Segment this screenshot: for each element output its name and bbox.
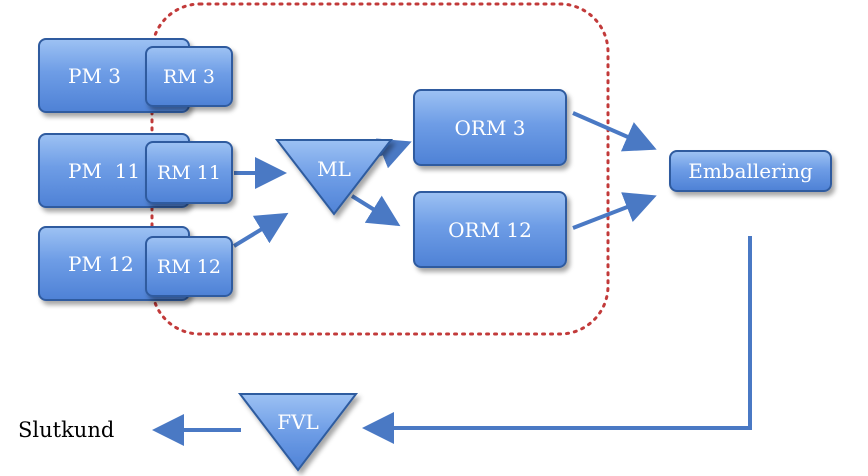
- node-orm12: ORM 12: [413, 191, 567, 268]
- node-rm3-label: RM 3: [163, 65, 215, 88]
- node-pm11-label: PM 11: [68, 158, 141, 183]
- node-fvl: FVL: [237, 393, 359, 472]
- arrows: [152, 111, 752, 446]
- node-pm12-label: PM 12: [68, 251, 134, 276]
- node-rm11-label: RM 11: [157, 161, 221, 184]
- node-rm12-label: RM 12: [157, 255, 221, 278]
- node-orm3: ORM 3: [413, 89, 567, 166]
- node-ml-label: ML: [317, 157, 351, 181]
- arrow-orm3-emballering: [572, 111, 657, 152]
- arrow-rm12-ml: [232, 212, 289, 248]
- node-emballering-label: Emballering: [688, 159, 813, 183]
- node-rm11: RM 11: [145, 141, 233, 204]
- node-orm3-label: ORM 3: [454, 115, 526, 140]
- node-orm12-label: ORM 12: [448, 217, 532, 242]
- node-fvl-label: FVL: [277, 410, 319, 434]
- node-rm3: RM 3: [145, 46, 233, 107]
- arrow-orm12-emballering: [572, 192, 657, 230]
- node-slutkund-label: Slutkund: [18, 418, 115, 442]
- node-pm3-label: PM 3: [68, 63, 122, 88]
- node-rm12: RM 12: [145, 236, 233, 297]
- arrow-emballering-fvl: [362, 236, 752, 444]
- node-ml: ML: [274, 139, 394, 216]
- arrow-ml-orm12: [350, 194, 401, 227]
- node-emballering: Emballering: [669, 150, 832, 192]
